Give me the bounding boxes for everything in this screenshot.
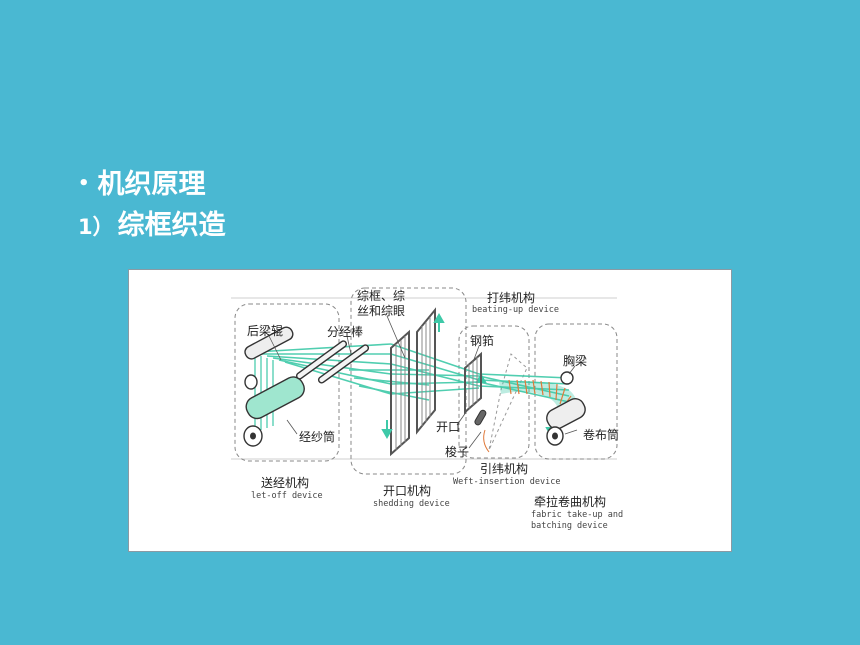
shed-label: 开口 bbox=[436, 420, 461, 434]
beating-box bbox=[458, 325, 530, 459]
beating-up-label: 打纬机构 bbox=[487, 291, 536, 305]
subheading-text: 综框织造 bbox=[117, 210, 226, 241]
weft-insertion-label-en: Weft-insertion device bbox=[453, 477, 561, 487]
cloth-roller-label: 卷布筒 bbox=[583, 428, 620, 442]
reed-label: 钢筘 bbox=[470, 334, 495, 348]
shedding-label-en: shedding device bbox=[373, 499, 450, 509]
loom-diagram-drawing bbox=[231, 287, 618, 475]
letoff-box bbox=[234, 303, 340, 462]
warp-beam-label: 经纱筒 bbox=[299, 430, 336, 444]
slide-heading: • 机织原理 bbox=[78, 162, 206, 201]
lease-rods bbox=[295, 340, 370, 384]
back-rest-label: 后梁辊 bbox=[247, 324, 284, 338]
breast-beam bbox=[560, 371, 574, 385]
lease-rods-label: 分经棒 bbox=[327, 325, 364, 339]
takeup-label: 牵拉卷曲机构 bbox=[534, 495, 607, 509]
letoff-label: 送经机构 bbox=[261, 476, 310, 490]
shuttle bbox=[474, 409, 490, 453]
takeup-label-en: fabric take-up and batching device bbox=[531, 510, 624, 531]
warp-beam bbox=[243, 376, 305, 447]
heald-frames bbox=[390, 307, 436, 457]
letoff-label-en: let-off device bbox=[251, 491, 323, 501]
heald-frames-label: 综框、综 丝和综眼 bbox=[357, 289, 406, 318]
cloth-roller bbox=[546, 398, 586, 446]
shedding-box bbox=[350, 287, 467, 475]
breast-beam-label: 胸梁 bbox=[563, 354, 588, 368]
reed bbox=[464, 351, 482, 415]
slide-subheading: 1）综框织造 bbox=[78, 203, 226, 242]
weft-insertion-label: 引纬机构 bbox=[480, 462, 529, 476]
takeup-box bbox=[534, 323, 618, 460]
beating-up-label-en: beating-up device bbox=[472, 305, 559, 315]
shuttle-label: 梭子 bbox=[445, 445, 470, 459]
loom-diagram: 后梁辊 分经棒 综框、综 丝和综眼 打纬机构 beating-up device… bbox=[128, 269, 732, 552]
back-rest-roller bbox=[244, 326, 294, 390]
subheading-number: 1） bbox=[78, 215, 114, 239]
bullet-icon: • bbox=[78, 173, 90, 194]
shedding-label: 开口机构 bbox=[383, 484, 432, 498]
heading-text: 机织原理 bbox=[97, 169, 206, 200]
